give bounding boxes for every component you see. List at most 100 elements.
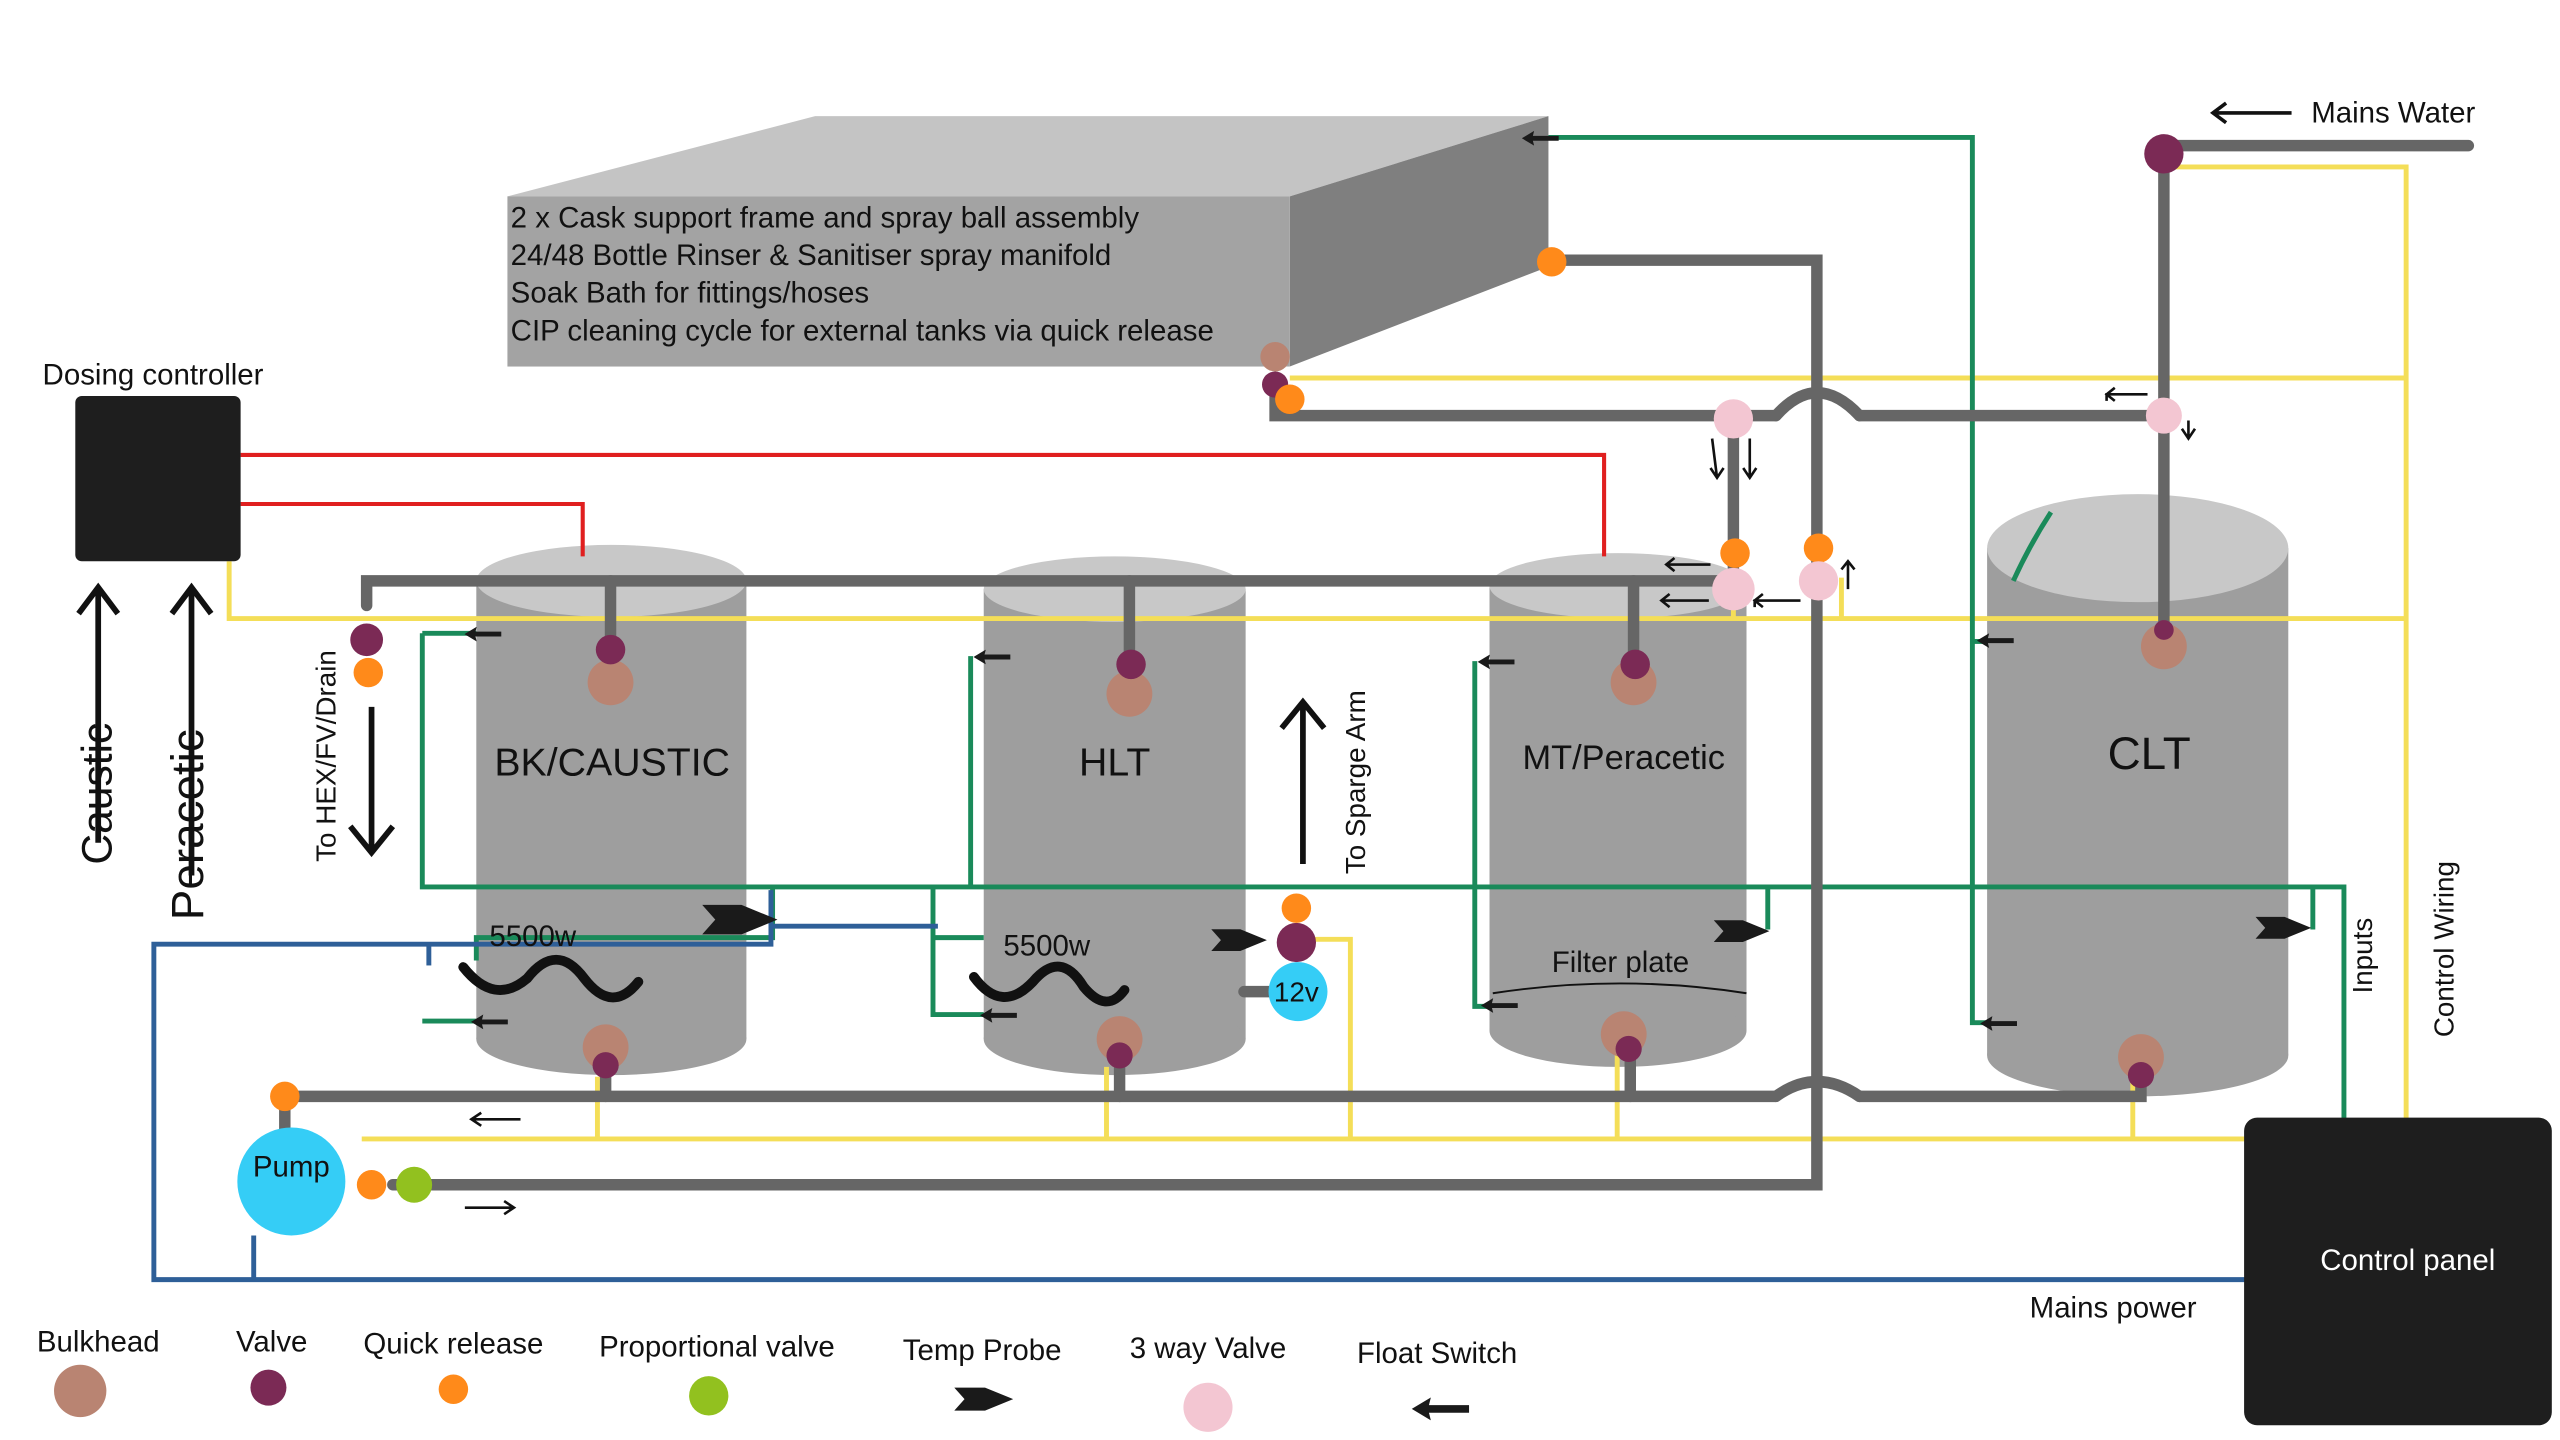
quick-release-icon [438, 1374, 469, 1404]
quick-release-icon [356, 1170, 387, 1200]
quick-release-icon [1275, 384, 1305, 414]
three-way-valve-icon [1713, 399, 1754, 439]
flow-arrow-icon [464, 1200, 517, 1216]
tank-hlt: HLT [983, 556, 1246, 1076]
bulkhead-icon [2118, 1034, 2164, 1080]
sparge-label: To Sparge Arm [1340, 690, 1371, 874]
flow-arrow-icon [1742, 438, 1758, 481]
tank-label-clt: CLT [2108, 728, 2191, 779]
legend-label-quick-release: Quick release [363, 1327, 543, 1360]
filter-plate-label: Filter plate [1552, 946, 1689, 979]
peracetic-label: Peracetic [162, 729, 213, 920]
tank-label-mt: MT/Peracetic [1523, 739, 1725, 777]
power-wiring [151, 890, 2276, 1283]
drain-label: To HEX/FV/Drain [311, 650, 342, 862]
pump-label: Pump [253, 1151, 330, 1184]
bulkhead-icon [54, 1364, 107, 1418]
quick-release-icon [1803, 533, 1834, 563]
bulkhead-icon [1260, 342, 1290, 372]
flow-arrow-icon [1752, 592, 1801, 609]
float-switch-icon [1411, 1397, 1470, 1421]
bulkhead-icon [582, 1024, 629, 1071]
direction-arrows [76, 582, 1327, 876]
cabinet-line-4: CIP cleaning cycle for external tanks vi… [511, 314, 1214, 347]
caustic-label: Caustic [73, 723, 121, 865]
caustic-arrow-icon [76, 582, 121, 843]
pump: Pump [237, 1127, 346, 1236]
bulkheads [582, 342, 2187, 1080]
tank-label-hlt: HLT [1079, 741, 1150, 785]
flow-arrow-icon [1840, 559, 1856, 590]
heating-coil-bk [458, 954, 644, 1003]
valve-icon [250, 1369, 287, 1406]
cabinet-line-3: Soak Bath for fittings/hoses [511, 277, 869, 310]
three-way-valve-icon [1183, 1382, 1233, 1432]
element-label-hlt: 5500w [1003, 930, 1090, 963]
quick-release-icon [1720, 538, 1750, 568]
three-way-valve-icon [2145, 397, 2182, 434]
control-panel-label: Control panel [2320, 1244, 2495, 1277]
heating-elements: 5500w 5500w [458, 920, 1130, 1007]
bulkhead-icon [2140, 623, 2187, 670]
dosing-wiring [240, 452, 1607, 557]
element-label-bk: 5500w [489, 920, 576, 953]
valve-icon [1620, 649, 1650, 680]
heating-coil-hlt [969, 961, 1130, 1007]
valve-icon [1276, 922, 1317, 963]
peracetic-arrow-icon [169, 582, 214, 876]
dosing-controller: Dosing controller Caustic Peracetic [43, 359, 264, 921]
cabinet-line-2: 24/48 Bottle Rinser & Sanitiser spray ma… [511, 239, 1112, 272]
dosing-controller-title: Dosing controller [43, 359, 264, 392]
drain-arrow-icon [348, 706, 396, 858]
inputs-label: Inputs [2347, 918, 2378, 994]
flow-arrow-icon [1709, 438, 1725, 481]
quick-releases [270, 247, 1834, 1200]
legend-label-bulkhead: Bulkhead [37, 1326, 160, 1359]
valve-icon [592, 1052, 619, 1079]
tank-label-bk: BK/CAUSTIC [494, 741, 730, 785]
valve-icon [2154, 620, 2174, 640]
low-voltage-supply: 12v [1268, 962, 1328, 1022]
proportional-valve-icon [396, 1166, 433, 1203]
flow-arrow-icon [2209, 101, 2292, 125]
mains-power-label: Mains power [2030, 1291, 2197, 1324]
legend-label-valve: Valve [236, 1326, 307, 1359]
control-wiring [226, 164, 2409, 1142]
quick-release-icon [270, 1081, 300, 1112]
legend-label-proportional-valve: Proportional valve [599, 1331, 835, 1364]
three-way-valves [1712, 397, 2182, 611]
proportional-valve-icon [689, 1376, 729, 1416]
flow-arrow-icon [1659, 592, 1709, 609]
bulkhead-icon [1106, 670, 1153, 717]
flow-arrow-icon [2180, 420, 2197, 441]
three-way-valve-icon [1712, 567, 1755, 611]
spray-cabinet: 2 x Cask support frame and spray ball as… [507, 116, 1549, 367]
tank-bk: BK/CAUSTIC [476, 544, 747, 1076]
quick-release-icon [1281, 893, 1312, 923]
quick-release-icon [1536, 247, 1567, 277]
valve-icon [1615, 1035, 1642, 1062]
valve-icon [2127, 1062, 2155, 1089]
valve-icon [1116, 649, 1146, 680]
bulkhead-icon [587, 659, 634, 706]
flow-arrow-icon [2104, 386, 2148, 402]
legend: Bulkhead Valve Quick release Proportiona… [37, 1326, 1517, 1432]
three-way-valve-icon [1798, 561, 1839, 601]
legend-label-float-switch: Float Switch [1357, 1337, 1517, 1370]
temp-probe-icon [954, 1387, 1014, 1411]
flow-arrow-icon [1664, 556, 1711, 573]
flow-arrow-icon [469, 1111, 521, 1127]
cabinet-line-1: 2 x Cask support frame and spray ball as… [511, 201, 1140, 234]
legend-label-temp-probe: Temp Probe [903, 1334, 1062, 1367]
quick-release-icon [353, 657, 384, 688]
tank-clt: CLT [1987, 494, 2289, 1097]
valve-icon [2144, 134, 2184, 174]
flow-arrows [464, 101, 2292, 1216]
sparge-arrow-icon [1279, 697, 1327, 864]
pipework [279, 139, 2475, 1191]
control-panel: Control panel [2244, 1117, 2552, 1426]
mains-water-label: Mains Water [2311, 97, 2475, 130]
valve-icon [1106, 1042, 1133, 1069]
legend-label-three-way-valve: 3 way Valve [1130, 1332, 1287, 1365]
